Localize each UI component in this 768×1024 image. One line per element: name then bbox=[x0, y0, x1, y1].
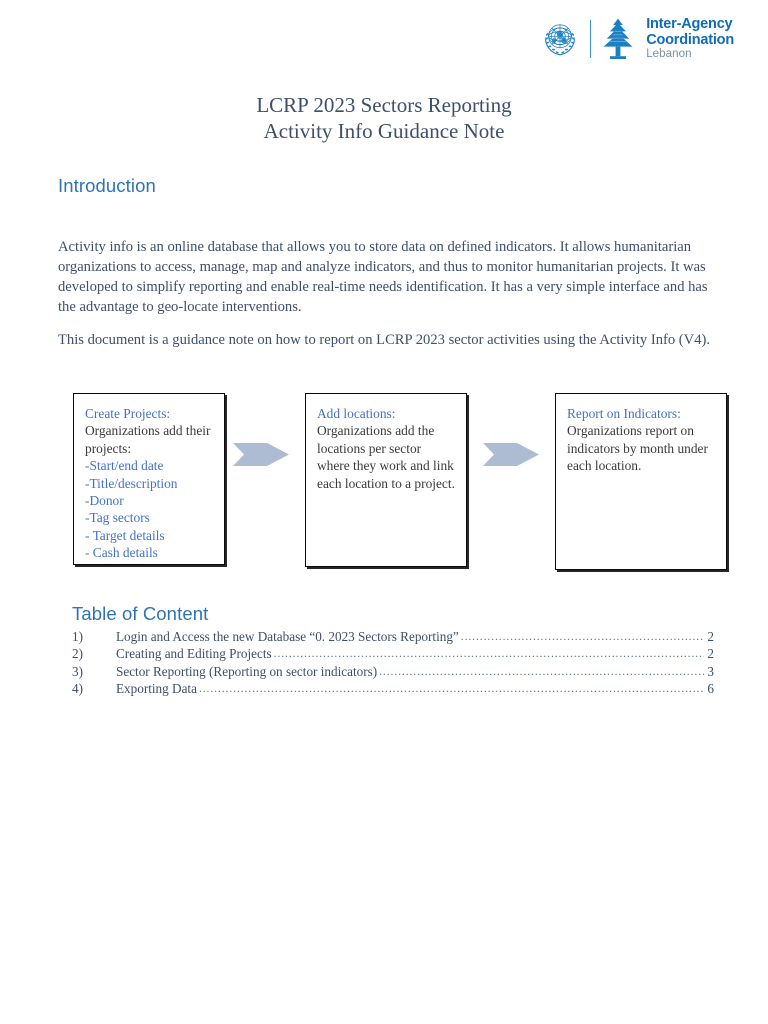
logo-line-3: Lebanon bbox=[646, 48, 692, 61]
flow-box-report-indicators: Report on Indicators: Organizations repo… bbox=[555, 393, 727, 570]
toc-entry-label: Exporting Data bbox=[116, 681, 197, 697]
toc-leader-dots: ........................................… bbox=[379, 664, 704, 678]
table-of-content-heading: Table of Content bbox=[72, 603, 209, 624]
toc-entry-label: Creating and Editing Projects bbox=[116, 646, 272, 662]
flow-box-subtitle: Organizations add their projects: bbox=[85, 423, 211, 456]
logo-block: Inter-Agency Coordination Lebanon bbox=[537, 16, 734, 62]
flow-arrow-2 bbox=[483, 439, 539, 470]
flow-box-title: Create Projects: bbox=[85, 406, 171, 421]
flow-box-add-locations: Add locations: Organizations add the loc… bbox=[305, 393, 467, 567]
flow-box-subtitle: Organizations report on indicators by mo… bbox=[567, 423, 708, 474]
introduction-heading: Introduction bbox=[58, 175, 156, 196]
flow-box-title: Report on Indicators: bbox=[567, 406, 681, 421]
toc-entry-page: 3 bbox=[707, 663, 714, 679]
flow-box-item: - Cash details bbox=[85, 545, 158, 561]
document-title: LCRP 2023 Sectors Reporting Activity Inf… bbox=[0, 93, 768, 144]
flow-box-subtitle: Organizations add the locations per sect… bbox=[317, 423, 455, 491]
toc-entry-label: Sector Reporting (Reporting on sector in… bbox=[116, 663, 378, 679]
toc-entry-3[interactable]: 3) Sector Reporting (Reporting on sector… bbox=[72, 664, 714, 681]
un-emblem-icon bbox=[537, 16, 583, 62]
toc-leader-dots: ........................................… bbox=[273, 647, 705, 661]
flow-box-item: -Donor bbox=[85, 493, 124, 509]
flow-box-item: -Title/description bbox=[85, 475, 178, 491]
logo-line-1: Inter-Agency bbox=[646, 16, 733, 33]
logo-divider bbox=[590, 20, 592, 58]
lebanon-cedar-icon bbox=[598, 17, 638, 61]
toc-entry-number: 4) bbox=[72, 681, 83, 697]
toc-entry-page: 2 bbox=[707, 646, 714, 662]
toc-entry-1[interactable]: 1) Login and Access the new Database “0.… bbox=[72, 629, 714, 646]
document-title-line-1: LCRP 2023 Sectors Reporting bbox=[256, 93, 512, 117]
flow-box-item: - Target details bbox=[85, 527, 165, 543]
document-title-line-2: Activity Info Guidance Note bbox=[263, 118, 505, 143]
toc-entry-page: 2 bbox=[707, 629, 714, 644]
flow-box-item: -Start/end date bbox=[85, 458, 164, 474]
toc-entry-label: Login and Access the new Database “0. 20… bbox=[116, 629, 459, 644]
toc-entry-number: 3) bbox=[72, 663, 83, 679]
flow-box-title: Add locations: bbox=[317, 406, 396, 421]
flow-box-item: -Tag sectors bbox=[85, 510, 150, 526]
flow-box-create-projects: Create Projects: Organizations add their… bbox=[73, 393, 225, 565]
toc-entry-2[interactable]: 2) Creating and Editing Projects .......… bbox=[72, 646, 714, 663]
logo-wordmark: Inter-Agency Coordination Lebanon bbox=[646, 17, 734, 61]
toc-entry-number: 2) bbox=[72, 646, 83, 662]
toc-entry-number: 1) bbox=[72, 629, 83, 644]
introduction-paragraph-1: Activity info is an online database that… bbox=[58, 238, 708, 316]
logo-line-2: Coordination bbox=[646, 31, 734, 48]
workflow-diagram: Create Projects: Organizations add their… bbox=[72, 393, 732, 570]
toc-leader-dots: ........................................… bbox=[460, 630, 705, 643]
flow-arrow-1 bbox=[233, 439, 289, 470]
toc-leader-dots: ........................................… bbox=[198, 682, 705, 696]
introduction-paragraph-2: This document is a guidance note on how … bbox=[58, 331, 711, 348]
toc-entry-page: 6 bbox=[707, 681, 714, 697]
toc-entry-4[interactable]: 4) Exporting Data ......................… bbox=[72, 681, 714, 698]
table-of-content-list: 1) Login and Access the new Database “0.… bbox=[72, 629, 714, 699]
